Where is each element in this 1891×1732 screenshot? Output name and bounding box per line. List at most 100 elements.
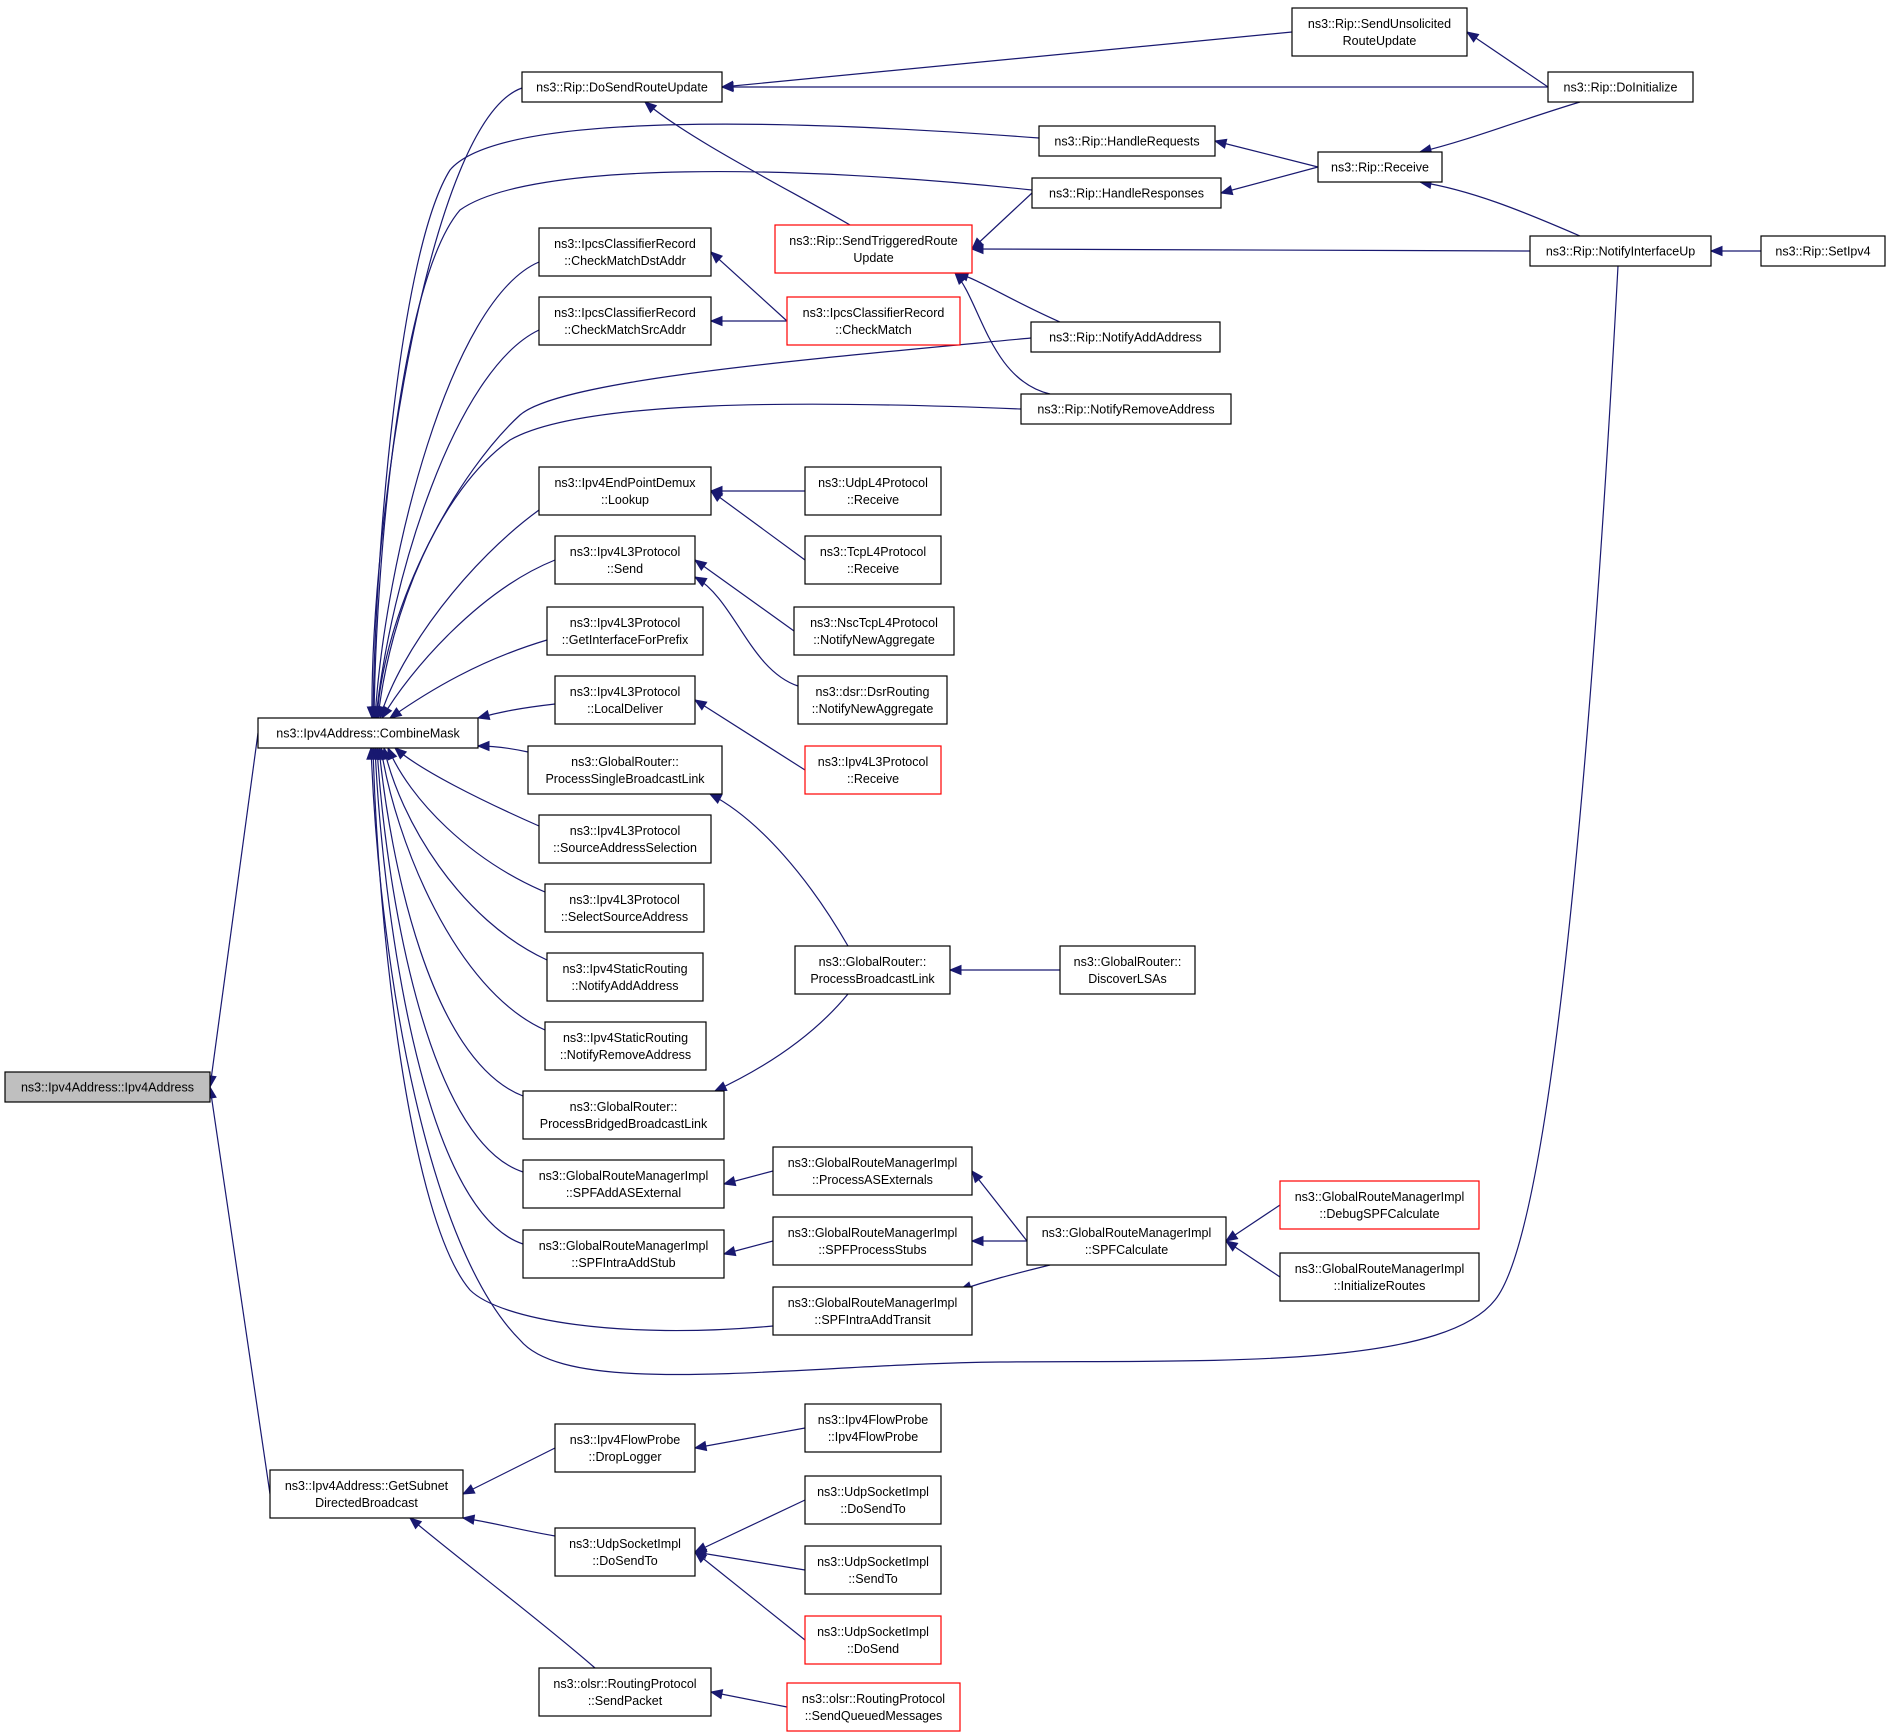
edge-spfcalc-to-procas: [971, 1169, 1028, 1242]
node-label: ::SendTo: [848, 1572, 897, 1586]
arrow-head-icon: [970, 243, 984, 255]
node-getsubnet[interactable]: ns3::Ipv4Address::GetSubnetDirectedBroad…: [269, 1469, 464, 1519]
node-spfaddas[interactable]: ns3::GlobalRouteManagerImpl::SPFAddASExt…: [522, 1159, 725, 1209]
node-dosendroute[interactable]: ns3::Rip::DoSendRouteUpdate: [521, 71, 723, 103]
node-label: ns3::Ipv4L3Protocol: [570, 545, 681, 559]
edge-staticadd-to-combine: [381, 746, 548, 961]
node-box: [1059, 945, 1196, 995]
node-selsrcaddr[interactable]: ns3::Ipv4L3Protocol::SelectSourceAddress: [544, 883, 705, 933]
node-label: ::DebugSPFCalculate: [1319, 1207, 1439, 1221]
node-nsctcp[interactable]: ns3::NscTcpL4Protocol::NotifyNewAggregat…: [793, 606, 955, 656]
node-spfprocstubs[interactable]: ns3::GlobalRouteManagerImpl::SPFProcessS…: [772, 1216, 973, 1266]
node-pbridged[interactable]: ns3::GlobalRouter::ProcessBridgedBroadca…: [522, 1090, 725, 1140]
node-box: [538, 814, 712, 864]
node-debugspf[interactable]: ns3::GlobalRouteManagerImpl::DebugSPFCal…: [1279, 1180, 1480, 1230]
edge-line: [694, 1499, 806, 1553]
edge-debugspf-to-spfcalc: [1224, 1204, 1281, 1242]
node-box: [1317, 151, 1443, 183]
node-olsrsend[interactable]: ns3::olsr::RoutingProtocol::SendPacket: [538, 1667, 712, 1717]
node-handleresp[interactable]: ns3::Rip::HandleResponses: [1031, 177, 1222, 209]
function-nodes: ns3::Ipv4Address::Ipv4Addressns3::Ipv4Ad…: [4, 7, 1886, 1732]
arrow-head-icon: [388, 707, 403, 719]
node-l3recv[interactable]: ns3::Ipv4L3Protocol::Receive: [804, 745, 942, 795]
node-box: [804, 1615, 942, 1665]
node-box: [1020, 393, 1232, 425]
node-staticrem[interactable]: ns3::Ipv4StaticRouting::NotifyRemoveAddr…: [544, 1021, 707, 1071]
node-label: ns3::Rip::HandleResponses: [1049, 187, 1204, 201]
edge-ripaddaddr-to-sendtrig: [955, 271, 1061, 323]
edge-line: [372, 747, 774, 1332]
node-ripaddaddr[interactable]: ns3::Rip::NotifyAddAddress: [1030, 321, 1221, 353]
node-label: ::Send: [607, 562, 643, 576]
node-initroutes[interactable]: ns3::GlobalRouteManagerImpl::InitializeR…: [1279, 1252, 1480, 1302]
node-procas[interactable]: ns3::GlobalRouteManagerImpl::ProcessASEx…: [772, 1146, 973, 1196]
node-pbcast[interactable]: ns3::GlobalRouter::ProcessBroadcastLink: [794, 945, 951, 995]
node-udpdosend[interactable]: ns3::UdpSocketImpl::DoSend: [804, 1615, 942, 1665]
edge-checkdst-to-combine: [370, 261, 540, 720]
node-getiface[interactable]: ns3::Ipv4L3Protocol::GetInterfaceForPref…: [546, 606, 704, 656]
node-box: [554, 1423, 696, 1473]
node-spfintratrans[interactable]: ns3::GlobalRouteManagerImpl::SPFIntraAdd…: [772, 1286, 973, 1336]
node-notifyifup[interactable]: ns3::Rip::NotifyInterfaceUp: [1529, 235, 1712, 267]
node-box: [1279, 1252, 1480, 1302]
node-spfintrastub[interactable]: ns3::GlobalRouteManagerImpl::SPFIntraAdd…: [522, 1229, 725, 1279]
node-flowprobe[interactable]: ns3::Ipv4FlowProbe::Ipv4FlowProbe: [804, 1403, 942, 1453]
node-label: ns3::GlobalRouteManagerImpl: [788, 1296, 958, 1310]
node-label: ns3::Ipv4StaticRouting: [563, 1031, 688, 1045]
node-label: ::SPFIntraAddStub: [571, 1256, 675, 1270]
node-udpsendto[interactable]: ns3::UdpSocketImpl::SendTo: [804, 1545, 942, 1595]
node-label: ns3::UdpSocketImpl: [817, 1555, 929, 1569]
node-box: [804, 745, 942, 795]
node-doinit[interactable]: ns3::Rip::DoInitialize: [1547, 71, 1694, 103]
edge-line: [954, 272, 1051, 395]
node-droplogger[interactable]: ns3::Ipv4FlowProbe::DropLogger: [554, 1423, 696, 1473]
edge-line: [1220, 166, 1319, 194]
node-checksrc[interactable]: ns3::IpcsClassifierRecord::CheckMatchSrc…: [538, 296, 712, 346]
node-udpdosendto[interactable]: ns3::UdpSocketImpl::DoSendTo: [554, 1527, 696, 1577]
node-tcprecv[interactable]: ns3::TcpL4Protocol::Receive: [804, 535, 942, 585]
edge-line: [694, 576, 799, 687]
edge-pbcast-to-pscb: [708, 793, 849, 947]
arrow-head-icon: [708, 793, 723, 804]
node-ripreceive[interactable]: ns3::Rip::Receive: [1317, 151, 1443, 183]
edge-line: [694, 1551, 806, 1641]
arrow-head-icon: [366, 746, 377, 760]
node-box: [797, 675, 948, 725]
node-pscb[interactable]: ns3::GlobalRouter::ProcessSingleBroadcas…: [527, 745, 723, 795]
node-staticadd[interactable]: ns3::Ipv4StaticRouting::NotifyAddAddress: [546, 952, 704, 1002]
node-label: ::NotifyNewAggregate: [812, 702, 934, 716]
node-dsr[interactable]: ns3::dsr::DsrRouting::NotifyNewAggregate: [797, 675, 948, 725]
node-box: [804, 1545, 942, 1595]
node-discover[interactable]: ns3::GlobalRouter::DiscoverLSAs: [1059, 945, 1196, 995]
node-label: ::ProcessASExternals: [812, 1173, 933, 1187]
node-olsrqueued[interactable]: ns3::olsr::RoutingProtocol::SendQueuedMe…: [786, 1682, 961, 1732]
node-checkmatch[interactable]: ns3::IpcsClassifierRecord::CheckMatch: [786, 296, 961, 346]
node-l3send[interactable]: ns3::Ipv4L3Protocol::Send: [554, 535, 696, 585]
node-setipv4[interactable]: ns3::Rip::SetIpv4: [1760, 235, 1886, 267]
node-label: ns3::GlobalRouter::: [1074, 955, 1182, 969]
node-checkdst[interactable]: ns3::IpcsClassifierRecord::CheckMatchDst…: [538, 227, 712, 277]
node-spfcalc[interactable]: ns3::GlobalRouteManagerImpl::SPFCalculat…: [1026, 1216, 1227, 1266]
edge-droplogger-to-getsubnet: [461, 1447, 556, 1495]
node-label: ns3::GlobalRouter::: [571, 755, 679, 769]
node-udprecv[interactable]: ns3::UdpL4Protocol::Receive: [804, 466, 942, 516]
node-label: ns3::Rip::HandleRequests: [1054, 135, 1199, 149]
edge-line: [409, 1517, 596, 1669]
node-lookup[interactable]: ns3::Ipv4EndPointDemux::Lookup: [538, 466, 712, 516]
node-box: [1030, 321, 1221, 353]
edge-l3send-to-combine: [381, 559, 556, 720]
node-box: [521, 71, 723, 103]
edge-line: [971, 192, 1033, 250]
node-srcaddrsel[interactable]: ns3::Ipv4L3Protocol::SourceAddressSelect…: [538, 814, 712, 864]
node-ripremaddr[interactable]: ns3::Rip::NotifyRemoveAddress: [1020, 393, 1232, 425]
node-label: ns3::Ipv4L3Protocol: [570, 616, 681, 630]
edge-line: [373, 170, 1033, 719]
node-localdeliver[interactable]: ns3::Ipv4L3Protocol::LocalDeliver: [554, 675, 696, 725]
node-udpdosendto2[interactable]: ns3::UdpSocketImpl::DoSendTo: [804, 1475, 942, 1525]
node-combine[interactable]: ns3::Ipv4Address::CombineMask: [257, 717, 479, 749]
edge-sendtrig-to-dosendroute: [643, 101, 851, 226]
node-handlereq[interactable]: ns3::Rip::HandleRequests: [1038, 125, 1216, 157]
node-box: [4, 1071, 211, 1103]
